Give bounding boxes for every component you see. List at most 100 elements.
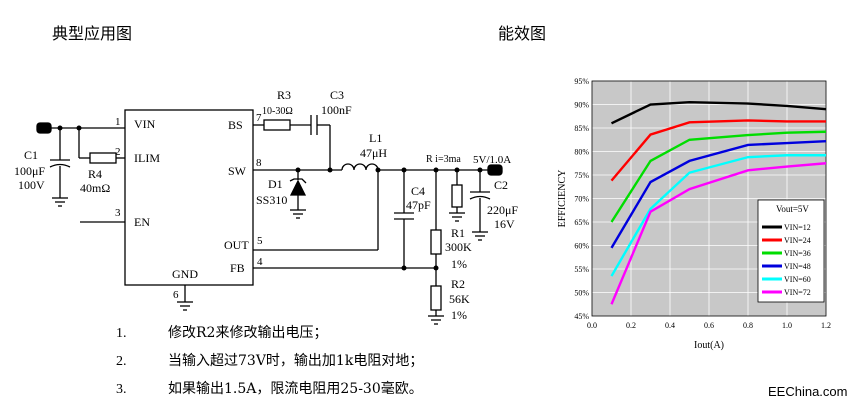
load-label: R i=3ma — [426, 154, 461, 165]
x-tick-label: 1.2 — [821, 321, 831, 330]
x-tick-label: 0.4 — [665, 321, 675, 330]
series-line-vin-72 — [610, 162, 827, 305]
pin-label-bs: BS — [228, 118, 243, 132]
load-resistor — [451, 184, 463, 208]
pin-number-7: 7 — [256, 112, 262, 124]
d1-value: SS310 — [256, 193, 287, 207]
x-tick-label: 0.2 — [626, 321, 636, 330]
r1-label: R1 — [451, 226, 465, 240]
d1-diode — [289, 179, 307, 196]
legend-entry: VIN=36 — [784, 249, 811, 258]
y-tick-label: 65% — [574, 218, 589, 227]
r4-resistor — [89, 152, 117, 164]
pin-label-sw: SW — [228, 164, 247, 178]
legend-entry: VIN=60 — [784, 275, 811, 284]
legend-entry: VIN=48 — [784, 262, 811, 271]
pin-number-3: 3 — [115, 207, 121, 219]
y-tick-label: 55% — [574, 265, 589, 274]
series-line-vin-36 — [610, 130, 827, 223]
junction-dots — [57, 125, 483, 271]
pin-label-en: EN — [134, 215, 150, 229]
c1-plate-bottom — [49, 163, 71, 168]
pin-label-ilim: ILIM — [134, 151, 160, 165]
y-tick-label: 90% — [574, 101, 589, 110]
legend-entry: VIN=24 — [784, 236, 811, 245]
y-tick-label: 60% — [574, 242, 589, 251]
pin-label-out: OUT — [224, 238, 249, 252]
note-text: 当输入超过73V时，输出加1k电阻对地； — [168, 353, 424, 369]
y-tick-label: 85% — [574, 124, 589, 133]
plot-frame — [591, 80, 827, 317]
r3-resistor — [263, 119, 291, 131]
c1-value: 100μF — [14, 164, 45, 178]
legend-title: Vout=5V — [776, 204, 809, 214]
y-tick-label: 45% — [574, 312, 589, 321]
y-tick-label: 70% — [574, 195, 589, 204]
r1-value: 300K — [445, 240, 472, 254]
circuit-heading: 典型应用图 — [52, 24, 133, 43]
grid-lines — [591, 80, 827, 317]
r1-tolerance: 1% — [451, 257, 467, 271]
x-tick-label: 0.8 — [743, 321, 753, 330]
l1-inductor — [341, 163, 379, 171]
x-tick-label: 0.6 — [704, 321, 714, 330]
x-axis-label: Iout(A) — [694, 340, 724, 351]
pin-label-vin: VIN — [134, 117, 156, 131]
legend-entry: VIN=72 — [784, 288, 811, 297]
x-tick-label: 1.0 — [782, 321, 792, 330]
r1-resistor — [430, 229, 442, 255]
note-text: 修改R2来修改输出电压； — [168, 325, 328, 341]
note-number: 1. — [116, 326, 127, 341]
y-tick-labels: 45% 50% 55% 60% 65% 70% 75% 80% 85% 90% 95% — [574, 77, 589, 321]
pin-number-1: 1 — [115, 116, 121, 128]
c3-value: 100nF — [321, 103, 352, 117]
chart-legend: Vout=5V VIN=12VIN=24VIN=36VIN=48VIN=60VI… — [757, 199, 825, 303]
pin-number-8: 8 — [256, 157, 262, 169]
note-number: 3. — [116, 382, 127, 397]
r2-tolerance: 1% — [451, 308, 467, 322]
c3-label: C3 — [330, 88, 344, 102]
c1-label: C1 — [24, 148, 38, 162]
l1-label: L1 — [369, 131, 382, 145]
series-line-vin-60 — [610, 154, 826, 277]
note-1: 1. 修改R2来修改输出电压； — [116, 322, 327, 342]
r2-label: R2 — [451, 277, 465, 291]
input-terminal — [36, 122, 52, 134]
y-axis-label: EFFICIENCY — [557, 170, 568, 228]
r4-label: R4 — [88, 167, 102, 181]
c4-label: C4 — [411, 184, 425, 198]
ic-body — [124, 109, 254, 286]
l1-value: 47μH — [360, 146, 387, 160]
pin-number-2: 2 — [115, 146, 121, 158]
y-tick-label: 50% — [574, 289, 589, 298]
pin-number-4: 4 — [257, 256, 263, 268]
efficiency-chart: 45% 50% 55% 60% 65% 70% 75% 80% 85% 90% 95% 0.0 0.2… — [557, 77, 831, 351]
note-number: 2. — [116, 354, 127, 369]
x-tick-label: 0.0 — [587, 321, 597, 330]
series-line-vin-12 — [610, 100, 827, 125]
y-tick-label: 80% — [574, 148, 589, 157]
x-tick-labels: 0.0 0.2 0.4 0.6 0.8 1.0 1.2 — [587, 321, 831, 330]
d1-label: D1 — [268, 177, 283, 191]
r2-value: 56K — [449, 292, 470, 306]
r4-value: 40mΩ — [80, 181, 110, 195]
note-3: 3.如果输出1.5A，限流电阻用25-30毫欧。 — [116, 378, 423, 398]
c2-value: 220μF — [487, 203, 518, 217]
application-circuit: VIN ILIM EN BS SW OUT FB GND 1 2 3 4 5 6… — [14, 88, 518, 325]
watermark: EEChina.com — [768, 384, 848, 399]
c2-plate-bottom — [469, 195, 491, 200]
r2-resistor — [430, 285, 442, 311]
series-lines — [610, 100, 827, 305]
y-tick-label: 75% — [574, 171, 589, 180]
output-spec: 5V/1.0A — [473, 154, 511, 166]
y-tick-label: 95% — [574, 77, 589, 86]
pin-number-6: 6 — [173, 289, 179, 301]
efficiency-heading: 能效图 — [498, 24, 547, 43]
c2-voltage: 16V — [494, 217, 515, 231]
legend-entry: VIN=12 — [784, 223, 811, 232]
pin-number-5: 5 — [257, 235, 263, 247]
r3-value: 10-30Ω — [262, 106, 293, 117]
series-line-vin-48 — [610, 139, 827, 249]
c2-label: C2 — [494, 178, 508, 192]
r3-label: R3 — [277, 88, 291, 102]
